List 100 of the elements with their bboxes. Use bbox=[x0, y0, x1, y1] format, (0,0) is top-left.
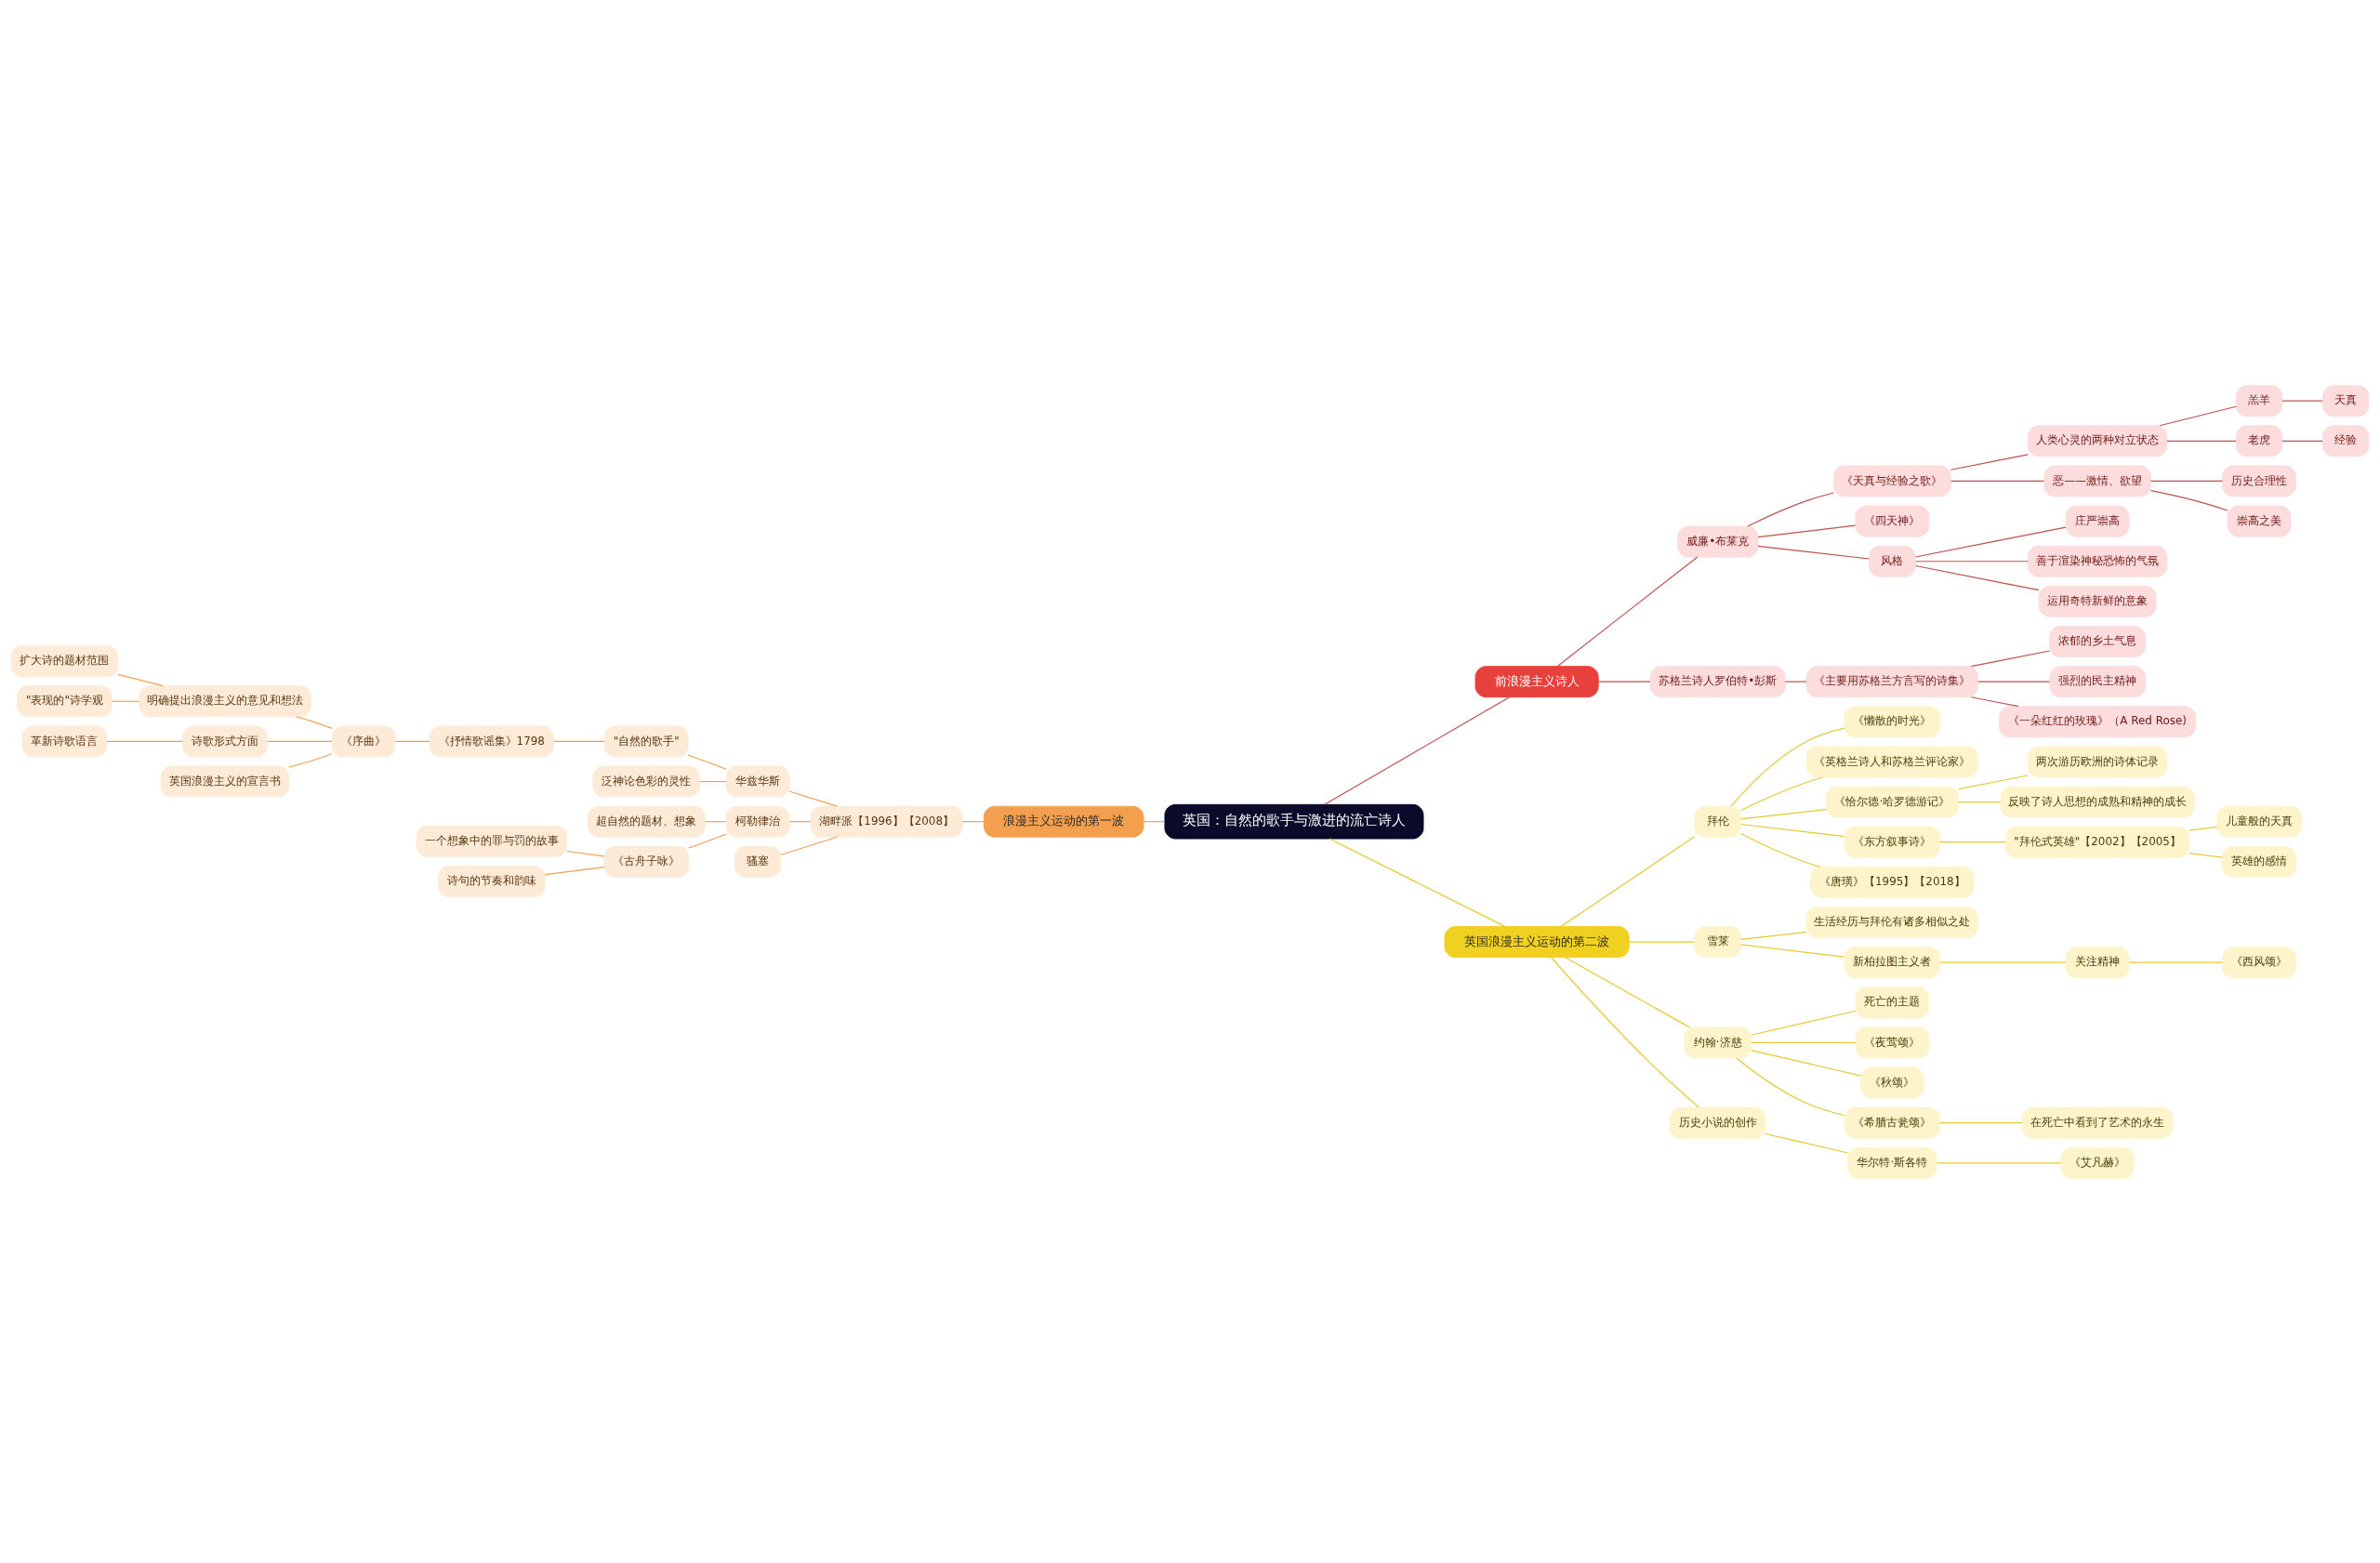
connector bbox=[1751, 1049, 1861, 1076]
node-box: 生活经历与拜伦有诸多相似之处 bbox=[1805, 906, 1979, 938]
connector bbox=[1730, 727, 1845, 807]
connector bbox=[788, 820, 812, 822]
node-box: 雪莱 bbox=[1694, 925, 1741, 958]
node-box: 历史合理性 bbox=[2222, 465, 2296, 497]
node-box: 《艾凡赫》 bbox=[2060, 1146, 2135, 1179]
node-box: 诗句的节奏和韵味 bbox=[437, 865, 546, 897]
connector bbox=[1739, 931, 1807, 940]
connector bbox=[1736, 1056, 1845, 1116]
node-box: 恶——激情、欲望 bbox=[2043, 465, 2151, 497]
node-box: 英雄的感情 bbox=[2222, 845, 2296, 878]
node-box: 《主要用苏格兰方言写的诗集》 bbox=[1805, 665, 1979, 697]
node-box: 天真 bbox=[2321, 384, 2370, 417]
node-box: 扩大诗的题材范围 bbox=[10, 644, 119, 677]
connector bbox=[1784, 681, 1807, 682]
connector bbox=[2281, 440, 2323, 442]
connector bbox=[1740, 775, 1824, 811]
node-box: 英国浪漫主义的宣言书 bbox=[160, 765, 290, 797]
node-box: 《序曲》 bbox=[331, 724, 396, 757]
node-box: 《四天神》 bbox=[1855, 505, 1930, 537]
connector bbox=[1143, 820, 1166, 822]
connector bbox=[1739, 832, 1821, 868]
node-box: "拜伦式英雄"【2002】【2005】 bbox=[2005, 826, 2190, 858]
node-box: 泛神论色彩的灵性 bbox=[592, 765, 701, 797]
connector bbox=[1939, 841, 2006, 842]
node-box: 《抒情歌谣集》1798 bbox=[429, 724, 554, 757]
connector bbox=[687, 754, 727, 770]
node-box: 《唐璜》【1995】【2018】 bbox=[1810, 866, 1975, 898]
connector bbox=[1750, 1010, 1857, 1036]
node-box: 华兹华斯 bbox=[725, 765, 790, 797]
connector bbox=[704, 820, 727, 822]
connector bbox=[961, 820, 985, 822]
node-box: "表现的"诗学观 bbox=[17, 684, 112, 717]
node-box: 《希腊古瓮颂》 bbox=[1844, 1106, 1941, 1139]
connector bbox=[1914, 560, 2029, 562]
node-box: 死亡的主题 bbox=[1855, 986, 1930, 1018]
connector bbox=[788, 789, 838, 807]
connector bbox=[2166, 440, 2237, 442]
node-box: 骚塞 bbox=[734, 845, 782, 878]
node-box: 苏格兰诗人罗伯特•彭斯 bbox=[1649, 665, 1786, 697]
node-box: 英国浪漫主义运动的第二波 bbox=[1444, 925, 1630, 958]
node-box: "自然的歌手" bbox=[603, 724, 689, 757]
connector bbox=[1914, 564, 2040, 590]
connector bbox=[2150, 480, 2224, 482]
node-box: 湖畔派【1996】【2008】 bbox=[810, 805, 963, 838]
node-box: 《天真与经验之歌》 bbox=[1833, 465, 1951, 497]
node-box: 运用奇特新鲜的意象 bbox=[2038, 585, 2157, 617]
connector bbox=[1914, 526, 2067, 558]
node-box: 威廉•布莱克 bbox=[1677, 525, 1759, 558]
connector bbox=[1970, 649, 2051, 667]
connector bbox=[1765, 1133, 1849, 1154]
connector bbox=[2188, 826, 2218, 831]
node-box: 人类心灵的两种对立状态 bbox=[2027, 424, 2168, 457]
connector bbox=[1958, 801, 2002, 802]
connector bbox=[1739, 943, 1845, 958]
connector bbox=[1757, 545, 1870, 560]
connector bbox=[394, 740, 430, 742]
node-box: 超自然的题材、想象 bbox=[588, 805, 706, 838]
connector bbox=[1551, 956, 1699, 1108]
node-box: 《恰尔德·哈罗德游记》 bbox=[1825, 786, 1959, 818]
node-box: 华尔特·斯各特 bbox=[1847, 1146, 1937, 1179]
connector bbox=[1950, 480, 2045, 482]
node-box: 羔羊 bbox=[2235, 384, 2283, 417]
connector bbox=[1597, 681, 1651, 682]
node-box: 《秋颂》 bbox=[1859, 1066, 1924, 1098]
node-box: 儿童般的天真 bbox=[2216, 805, 2302, 838]
connector bbox=[1750, 1041, 1857, 1043]
node-box: 新柏拉图主义者 bbox=[1844, 946, 1941, 978]
connector bbox=[1970, 695, 2019, 707]
connector bbox=[544, 866, 605, 875]
connector bbox=[1556, 556, 1699, 667]
node-box: 历史小说的创作 bbox=[1669, 1106, 1766, 1139]
connector bbox=[1560, 835, 1696, 927]
connector bbox=[1977, 681, 2051, 682]
connector bbox=[1565, 956, 1690, 1027]
connector bbox=[2281, 400, 2323, 402]
connector bbox=[106, 740, 184, 742]
connector bbox=[1628, 941, 1696, 943]
node-box: 反映了诗人思想的成熟和精神的成长 bbox=[2000, 786, 2195, 818]
connector bbox=[566, 850, 605, 856]
node-box: 经验 bbox=[2321, 424, 2370, 457]
connector bbox=[266, 740, 333, 742]
connector bbox=[1950, 453, 2029, 470]
connector bbox=[2128, 961, 2223, 963]
node-box: 强烈的民主精神 bbox=[2049, 665, 2146, 697]
node-box: 庄严崇高 bbox=[2065, 505, 2130, 537]
node-box: 《夜莺颂》 bbox=[1855, 1026, 1930, 1058]
connector bbox=[552, 740, 605, 742]
connector bbox=[2188, 852, 2224, 858]
connector bbox=[1757, 524, 1857, 537]
connector bbox=[1936, 1161, 2061, 1163]
node-box: 浓郁的乡土气息 bbox=[2049, 625, 2146, 657]
node-box: 《懒散的时光》 bbox=[1844, 705, 1941, 737]
node-box: 明确提出浪漫主义的意见和想法 bbox=[139, 684, 311, 717]
node-box: 在死亡中看到了艺术的永生 bbox=[2021, 1106, 2174, 1139]
node-box: 约翰·济慈 bbox=[1684, 1026, 1752, 1058]
connector bbox=[1329, 838, 1506, 927]
node-box: 崇高之美 bbox=[2227, 505, 2292, 537]
node-box: 拜伦 bbox=[1694, 805, 1741, 838]
